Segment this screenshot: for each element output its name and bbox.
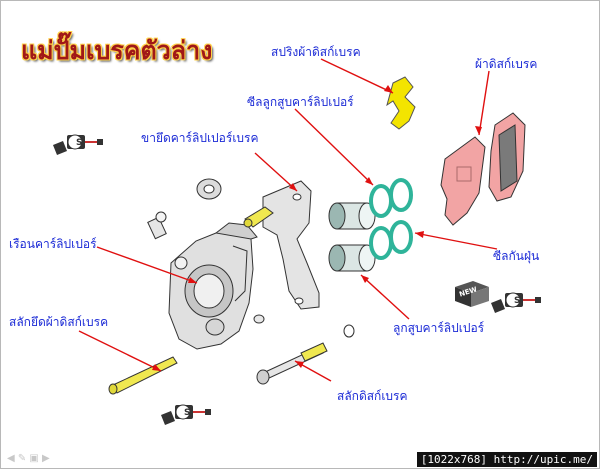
- label-pad-retaining-pin: สลักยึดผ้าดิสก์เบรค: [9, 315, 109, 329]
- label-caliper-body: เรือนคาร์ลิปเปอร์: [9, 237, 97, 251]
- leader-arrowheads: [152, 85, 482, 371]
- label-pad-spring: สปริงผ้าดิสก์เบรค: [271, 45, 361, 59]
- piston-seal-rings: [369, 178, 413, 260]
- bracket-pin-part: [243, 206, 274, 228]
- label-brake-pads: ผ้าดิสก์เบรค: [475, 57, 538, 71]
- nut-part: [196, 178, 222, 200]
- leader-lines: [78, 58, 498, 382]
- label-caliper-bracket: ขายึดคาร์ลิปเปอร์เบรค: [141, 131, 259, 145]
- brake-pad-outer-part: [440, 136, 486, 226]
- service-icon: [53, 134, 103, 155]
- bracket-part: [262, 180, 320, 310]
- piston-upper-part: [328, 202, 376, 230]
- caliper-body-part: [168, 222, 258, 350]
- service-icon: [161, 404, 211, 425]
- service-badge-text: S: [76, 138, 83, 148]
- piston-lower-part: [328, 244, 376, 272]
- pad-spring-part: [386, 76, 416, 130]
- page-title: แม่ปั๊มเบรคตัวล่าง: [21, 36, 213, 65]
- label-piston: ลูกสูบคาร์ลิปเปอร์: [393, 321, 485, 335]
- image-host-footer[interactable]: [1022x768] http://upic.me/: [416, 452, 597, 467]
- brake-pad-inner-part: [488, 112, 526, 202]
- service-icon: [491, 292, 541, 313]
- new-part-icon: [455, 281, 489, 307]
- bleeder-valve-part: [147, 211, 167, 240]
- viewer-toolbar[interactable]: ◀ ✎ ▣ ▶: [7, 453, 50, 464]
- service-badge-text: S: [184, 408, 191, 418]
- caliper-bolt-part: [253, 314, 265, 324]
- label-piston-seal: ซีลลูกสูบคาร์ลิปเปอร์: [247, 95, 354, 109]
- brake-pin-part: [256, 324, 355, 385]
- label-dust-seal: ซีลกันฝุ่น: [493, 249, 540, 263]
- service-badge-text: S: [514, 296, 521, 306]
- label-brake-pin: สลักดิสก์เบรค: [337, 389, 408, 403]
